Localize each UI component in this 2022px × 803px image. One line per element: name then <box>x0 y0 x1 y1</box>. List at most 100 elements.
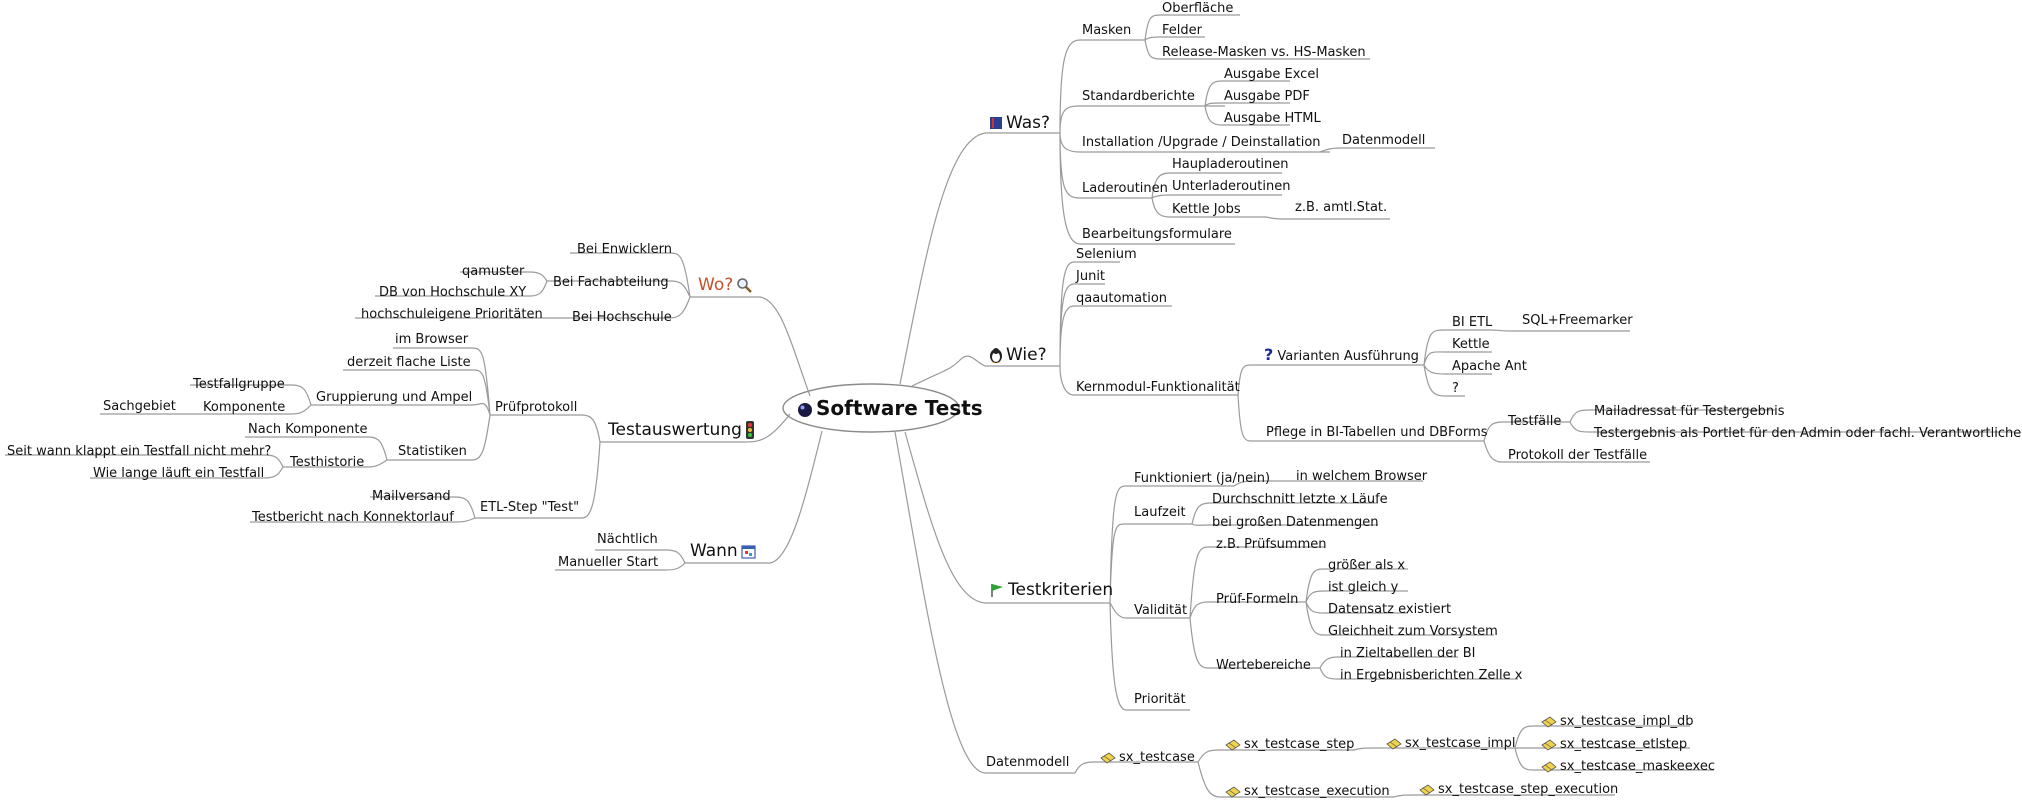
node-flache-liste[interactable]: derzeit flache Liste <box>347 355 471 370</box>
node-unterladeroutinen[interactable]: Unterladeroutinen <box>1172 179 1291 194</box>
edge-center-wie <box>911 355 1060 387</box>
node-fachabteilung[interactable]: Bei Fachabteilung <box>553 275 669 290</box>
node-browser[interactable]: in welchem Browser <box>1296 469 1428 484</box>
node-db-hochschule[interactable]: DB von Hochschule XY <box>379 285 527 300</box>
node-ausgabe-pdf[interactable]: Ausgabe PDF <box>1224 89 1310 104</box>
node-felder[interactable]: Felder <box>1162 23 1202 38</box>
node-junit[interactable]: Junit <box>1076 269 1106 284</box>
node-durchschnitt[interactable]: Durchschnitt letzte x Läufe <box>1212 492 1388 507</box>
branch-wie[interactable]: Wie? <box>986 345 1047 365</box>
node-apache-ant[interactable]: Apache Ant <box>1452 359 1527 374</box>
node-hochschule[interactable]: Bei Hochschule <box>572 310 672 325</box>
node-testfaelle[interactable]: Testfälle <box>1508 414 1562 429</box>
node-qaautomation[interactable]: qaautomation <box>1076 291 1168 306</box>
database-table-icon <box>1225 786 1241 797</box>
node-etlstep[interactable]: sx_testcase_etlstep <box>1538 737 1687 753</box>
node-step-execution[interactable]: sx_testcase_step_execution <box>1416 782 1618 798</box>
node-wertebereiche[interactable]: Wertebereiche <box>1216 658 1311 673</box>
node-bi-etl[interactable]: BI ETL <box>1452 315 1493 330</box>
step-execution-label: sx_testcase_step_execution <box>1438 782 1619 797</box>
node-datenmengen[interactable]: bei großen Datenmengen <box>1212 515 1379 530</box>
node-oberflaeche[interactable]: Oberfläche <box>1162 1 1234 16</box>
branch-wo[interactable]: Wo? <box>698 275 755 295</box>
node-laufzeit[interactable]: Laufzeit <box>1134 505 1186 520</box>
branch-testkriterien[interactable]: Testkriterien <box>986 580 1113 600</box>
edge-testauswertung-branch <box>475 414 601 519</box>
was-label: Was? <box>1006 113 1051 133</box>
node-release-masken[interactable]: Release-Masken vs. HS-Masken <box>1162 45 1366 60</box>
edge-center-testkriterien <box>904 431 1110 604</box>
node-gruppierung[interactable]: Gruppierung und Ampel <box>316 390 473 405</box>
node-nach-komponente[interactable]: Nach Komponente <box>248 422 368 437</box>
node-kettle[interactable]: Kettle <box>1452 337 1490 352</box>
node-naechtlich[interactable]: Nächtlich <box>597 532 658 547</box>
node-prioritaet[interactable]: Priorität <box>1134 692 1186 707</box>
node-question[interactable]: ? <box>1452 381 1459 396</box>
node-maskeexec[interactable]: sx_testcase_maskeexec <box>1538 759 1715 775</box>
branch-testauswertung[interactable]: Testauswertung <box>608 420 758 440</box>
node-amtl-stat[interactable]: z.B. amtl.Stat. <box>1295 200 1388 215</box>
node-bearbeitungsformulare[interactable]: Bearbeitungsformulare <box>1082 227 1232 242</box>
node-haupladeroutinen[interactable]: Haupladeroutinen <box>1172 157 1289 172</box>
node-sx-testcase[interactable]: sx_testcase <box>1097 750 1195 766</box>
node-mailadressat[interactable]: Mailadressat für Testergebnis <box>1594 404 1785 419</box>
node-pruefsummen[interactable]: z.B. Prüfsummen <box>1216 537 1327 552</box>
node-standardberichte[interactable]: Standardberichte <box>1082 89 1195 104</box>
node-qamuster[interactable]: qamuster <box>462 264 525 279</box>
edge-installation <box>1319 147 1435 153</box>
branch-was[interactable]: Was? <box>986 113 1050 133</box>
node-pruef-formeln[interactable]: Prüf-Formeln <box>1216 592 1299 607</box>
node-datenmodell-install[interactable]: Datenmodell <box>1342 133 1426 148</box>
edge-funktioniert <box>1233 480 1423 487</box>
node-sachgebiet[interactable]: Sachgebiet <box>103 399 176 414</box>
node-pflege[interactable]: Pflege in BI-Tabellen und DBForms <box>1266 425 1488 440</box>
node-validitaet[interactable]: Validität <box>1134 603 1188 618</box>
edge-sx-testcase-execution <box>1393 794 1615 798</box>
node-mailversand[interactable]: Mailversand <box>372 489 451 504</box>
node-funktioniert[interactable]: Funktioniert (ja/nein) <box>1134 471 1271 486</box>
node-etl-step[interactable]: ETL-Step "Test" <box>480 500 580 515</box>
node-impl-db[interactable]: sx_testcase_impl_db <box>1538 714 1693 730</box>
node-komponente[interactable]: Komponente <box>203 400 286 415</box>
node-sx-testcase-step[interactable]: sx_testcase_step <box>1222 737 1354 753</box>
branch-wann[interactable]: Wann <box>690 541 759 561</box>
node-prioritaeten[interactable]: hochschuleigene Prioritäten <box>361 307 543 322</box>
node-varianten[interactable]: ? Varianten Ausführung <box>1264 347 1419 365</box>
node-sx-testcase-impl[interactable]: sx_testcase_impl <box>1383 736 1515 752</box>
node-masken[interactable]: Masken <box>1082 23 1132 38</box>
node-laderoutinen[interactable]: Laderoutinen <box>1082 181 1168 196</box>
node-groesser[interactable]: größer als x <box>1328 558 1406 573</box>
node-manuell[interactable]: Manueller Start <box>558 555 659 570</box>
sx-testcase-execution-label: sx_testcase_execution <box>1244 784 1390 799</box>
node-im-browser[interactable]: im Browser <box>395 332 469 347</box>
node-testbericht[interactable]: Testbericht nach Konnektorlauf <box>252 510 454 525</box>
edge-laufzeit <box>1191 502 1378 526</box>
node-testhistorie[interactable]: Testhistorie <box>290 455 365 470</box>
node-datensatz[interactable]: Datensatz existiert <box>1328 602 1452 617</box>
node-kettle-jobs[interactable]: Kettle Jobs <box>1172 202 1241 217</box>
node-ausgabe-excel[interactable]: Ausgabe Excel <box>1224 67 1319 82</box>
node-kernmodul[interactable]: Kernmodul-Funktionalität <box>1076 380 1240 395</box>
testkriterien-label: Testkriterien <box>1008 580 1114 600</box>
node-datenmodell[interactable]: Datenmodell <box>986 755 1070 770</box>
node-protokoll[interactable]: Protokoll der Testfälle <box>1508 448 1648 463</box>
node-sql-freemarker[interactable]: SQL+Freemarker <box>1522 313 1633 328</box>
node-gleichheit[interactable]: Gleichheit zum Vorsystem <box>1328 624 1498 639</box>
node-sx-testcase-execution[interactable]: sx_testcase_execution <box>1222 784 1390 800</box>
node-portlet[interactable]: Testergebnis als Portlet für den Admin o… <box>1594 426 2022 441</box>
varianten-label: Varianten Ausführung <box>1277 349 1419 364</box>
node-testfallgruppe[interactable]: Testfallgruppe <box>193 377 285 392</box>
node-wie-lange[interactable]: Wie lange läuft ein Testfall <box>93 466 265 481</box>
node-ergebnisberichte[interactable]: in Ergebnisberichten Zelle x <box>1340 668 1523 683</box>
node-selenium[interactable]: Selenium <box>1076 247 1137 262</box>
node-pruefprotokoll[interactable]: Prüfprotokoll <box>495 400 578 415</box>
node-gleich[interactable]: ist gleich y <box>1328 580 1399 595</box>
node-installation[interactable]: Installation /Upgrade / Deinstallation <box>1082 135 1321 150</box>
node-seit-wann[interactable]: Seit wann klappt ein Testfall nicht mehr… <box>7 444 272 459</box>
center-node[interactable]: Software Tests <box>794 396 983 420</box>
node-statistiken[interactable]: Statistiken <box>398 444 467 459</box>
node-zieltabellen[interactable]: in Zieltabellen der BI <box>1340 646 1476 661</box>
node-ausgabe-html[interactable]: Ausgabe HTML <box>1224 111 1321 126</box>
node-entwicklern[interactable]: Bei Enwicklern <box>577 242 672 257</box>
